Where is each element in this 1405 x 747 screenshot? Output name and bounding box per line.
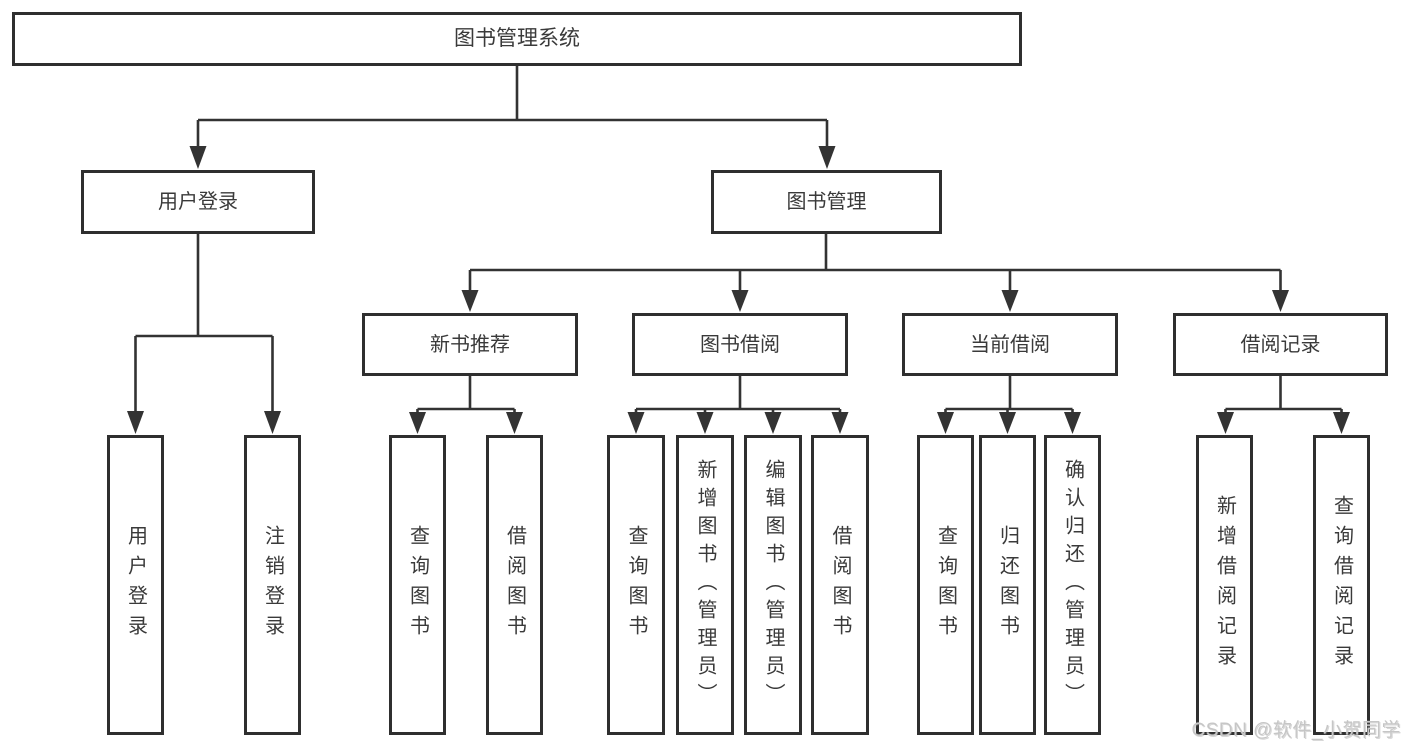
node-label: 图书管理系统 <box>454 27 580 51</box>
node-current-borrowing: 当前借阅 <box>902 313 1118 376</box>
node-book-borrowing: 图书借阅 <box>632 313 848 376</box>
leaf-bb-query-books: 查询图书 <box>607 435 665 735</box>
leaf-user-login: 用户登录 <box>107 435 164 735</box>
leaf-cb-confirm-return-admin: 确认归还（管理员） <box>1044 435 1101 735</box>
node-label: 查询图书 <box>625 525 647 645</box>
node-label: 查询图书 <box>934 525 957 645</box>
leaf-nbr-borrow-books: 借阅图书 <box>486 435 543 735</box>
leaf-logout: 注销登录 <box>244 435 301 735</box>
leaf-bb-edit-books-admin: 编辑图书（管理员） <box>744 435 802 735</box>
node-label: 图书借阅 <box>700 333 780 356</box>
node-label: 新书推荐 <box>430 333 510 356</box>
node-label: 注销登录 <box>261 525 284 645</box>
leaf-br-query-record: 查询借阅记录 <box>1313 435 1370 735</box>
csdn-watermark: CSDN @软件_小贺同学 <box>1191 720 1401 741</box>
node-label: 归还图书 <box>996 525 1019 645</box>
leaf-nbr-query-books: 查询图书 <box>389 435 446 735</box>
node-label: 新增图书（管理员） <box>694 459 716 711</box>
node-label: 查询图书 <box>406 525 429 645</box>
node-library-management-system: 图书管理系统 <box>12 12 1022 66</box>
leaf-bb-add-books-admin: 新增图书（管理员） <box>676 435 734 735</box>
leaf-cb-query-books: 查询图书 <box>917 435 974 735</box>
node-label: 借阅记录 <box>1240 333 1321 356</box>
node-label: 借阅图书 <box>503 525 526 645</box>
node-label: 确认归还（管理员） <box>1061 459 1084 711</box>
node-label: 用户登录 <box>158 191 238 213</box>
node-label: 新增借阅记录 <box>1213 495 1236 675</box>
node-label: 当前借阅 <box>970 333 1050 356</box>
leaf-bb-borrow-books: 借阅图书 <box>811 435 869 735</box>
node-borrowing-records: 借阅记录 <box>1173 313 1388 376</box>
node-label: 编辑图书（管理员） <box>762 459 784 711</box>
leaf-cb-return-books: 归还图书 <box>979 435 1036 735</box>
node-user-login: 用户登录 <box>81 170 315 234</box>
node-book-management: 图书管理 <box>711 170 942 234</box>
leaf-br-add-record: 新增借阅记录 <box>1196 435 1253 735</box>
node-label: 图书管理 <box>786 191 867 213</box>
node-label: 查询借阅记录 <box>1330 495 1353 675</box>
node-label: 用户登录 <box>124 525 147 645</box>
node-new-book-recommendation: 新书推荐 <box>362 313 578 376</box>
node-label: 借阅图书 <box>829 525 851 645</box>
